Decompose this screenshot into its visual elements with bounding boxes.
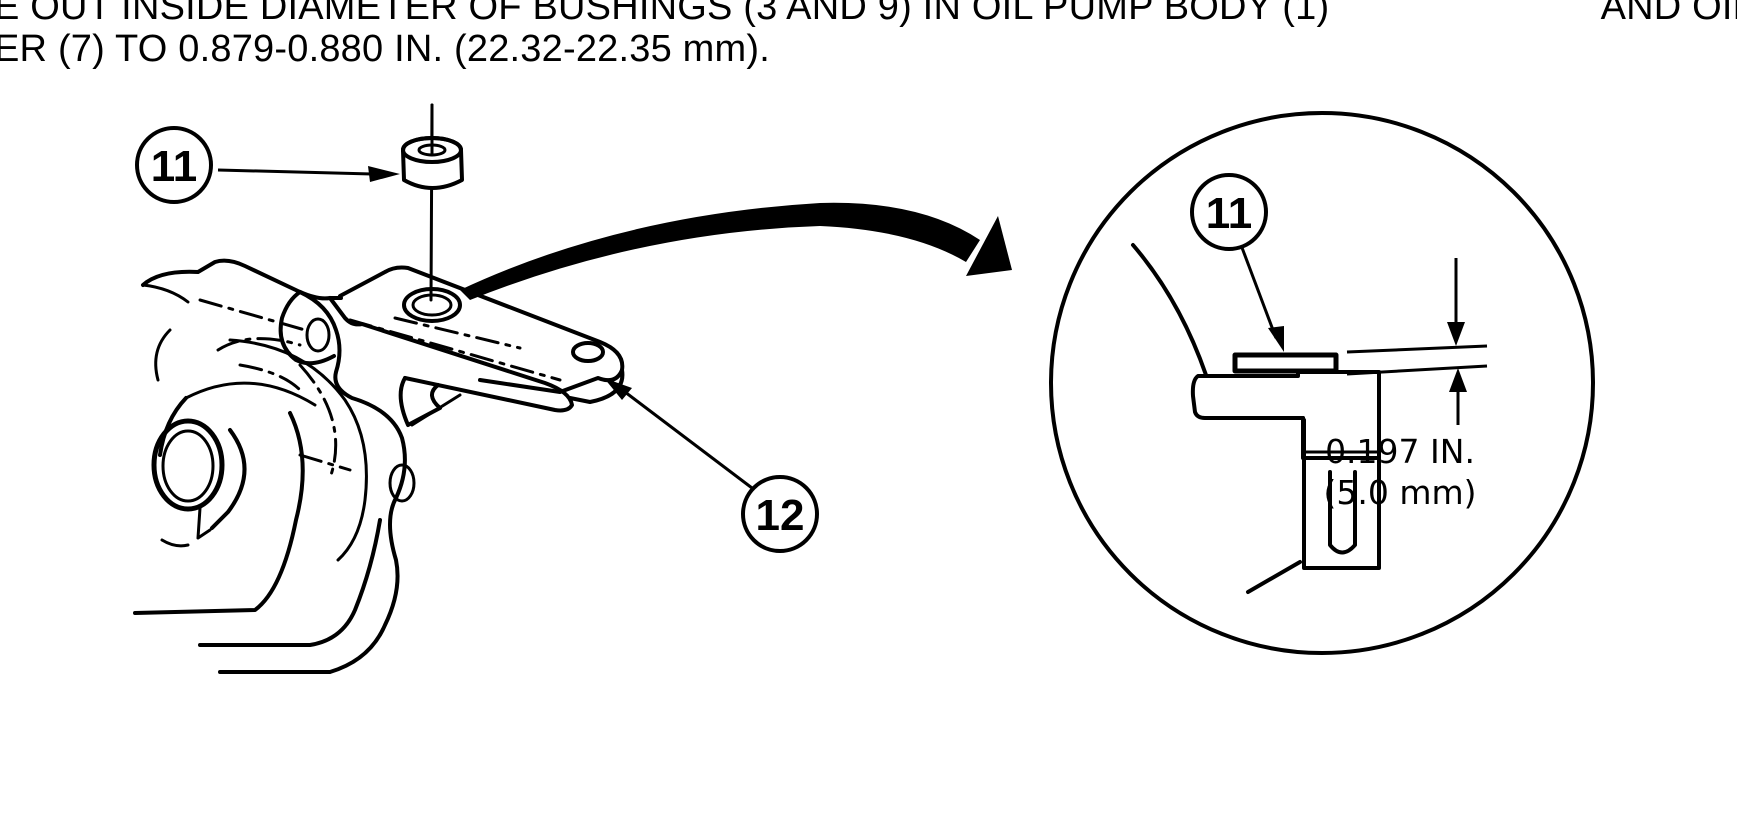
dimension-millimeters: (5.0 mm) — [1323, 473, 1476, 512]
callout-leader-11 — [217, 166, 400, 182]
bushing-part — [401, 103, 464, 190]
instruction-line-1-left: E OUT INSIDE DIAMETER OF BUSHINGS (3 AND… — [0, 0, 1330, 28]
callout-11-detail: 11 — [1190, 173, 1268, 251]
instruction-line-1: E OUT INSIDE DIAMETER OF BUSHINGS (3 AND… — [0, 0, 1737, 28]
instruction-line-1-right: AND OIL — [1600, 0, 1737, 28]
instruction-text: E OUT INSIDE DIAMETER OF BUSHINGS (3 AND… — [0, 0, 1737, 70]
callout-leader-12 — [604, 378, 753, 490]
callout-12-label: 12 — [756, 491, 805, 540]
detail-arrow — [460, 202, 1012, 300]
callout-12: 12 — [741, 475, 819, 553]
pump-body-illustration — [133, 103, 625, 674]
callout-11-left: 11 — [135, 126, 213, 204]
instruction-line-2: ER (7) TO 0.879-0.880 IN. (22.32-22.35 m… — [0, 28, 770, 70]
callout-11-left-label: 11 — [151, 142, 198, 191]
callout-11-detail-label: 11 — [1206, 189, 1253, 238]
detail-view: 11 0.197 IN. (5.0 mm) — [1049, 111, 1595, 655]
dimension-inches: 0.197 IN. — [1325, 432, 1475, 471]
